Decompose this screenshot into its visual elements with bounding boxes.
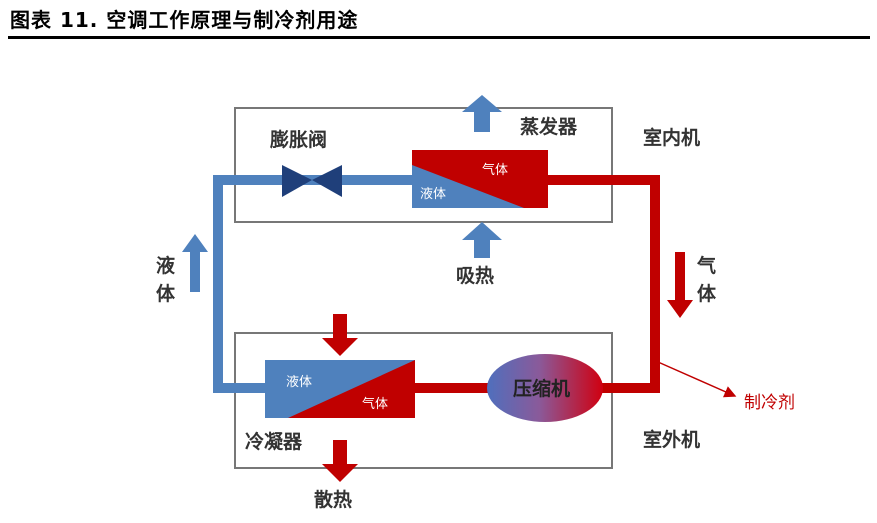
liquid-side-label-1: 液: [156, 254, 176, 277]
condenser-label: 冷凝器: [245, 430, 303, 453]
condenser-gas-label: 气体: [362, 396, 388, 412]
condenser-in-arrow-icon: [322, 314, 358, 356]
indoor-unit-label: 室内机: [643, 126, 700, 149]
expansion-valve-label: 膨胀阀: [269, 128, 327, 151]
outdoor-unit-label: 室外机: [643, 428, 700, 451]
release-heat-label: 散热: [314, 488, 352, 511]
gas-flow-arrow-icon: [667, 252, 693, 318]
release-heat-arrow-icon: [322, 440, 358, 482]
absorb-heat-label: 吸热: [456, 264, 494, 287]
evaporator-gas-label: 气体: [482, 162, 508, 178]
liquid-flow-arrow-icon: [182, 234, 208, 292]
heat-out-arrow-icon: [462, 95, 502, 132]
liquid-pipe: [213, 175, 412, 393]
refrigerant-label: 制冷剂: [744, 393, 795, 413]
evaporator: 气体 液体: [412, 150, 548, 208]
compressor: [487, 354, 603, 422]
condenser: 液体 气体: [265, 360, 415, 418]
refrigerant-pointer: [657, 361, 737, 398]
gas-side-label-1: 气: [696, 254, 716, 277]
expansion-valve-icon: [282, 165, 342, 197]
gas-side-label-2: 体: [697, 282, 717, 305]
gas-pipe: [548, 175, 660, 393]
evaporator-label: 蒸发器: [520, 115, 578, 138]
liquid-side-label-2: 体: [156, 282, 176, 305]
indoor-unit-box: [234, 107, 613, 223]
compressor-label: 压缩机: [513, 377, 570, 400]
title-rule: [8, 36, 870, 39]
outdoor-unit-box: [234, 332, 613, 469]
condenser-liquid-label: 液体: [286, 375, 312, 390]
evaporator-liquid-label: 液体: [420, 187, 446, 202]
absorb-heat-arrow-icon: [462, 222, 502, 258]
figure-title: 图表 11. 空调工作原理与制冷剂用途: [10, 8, 359, 32]
